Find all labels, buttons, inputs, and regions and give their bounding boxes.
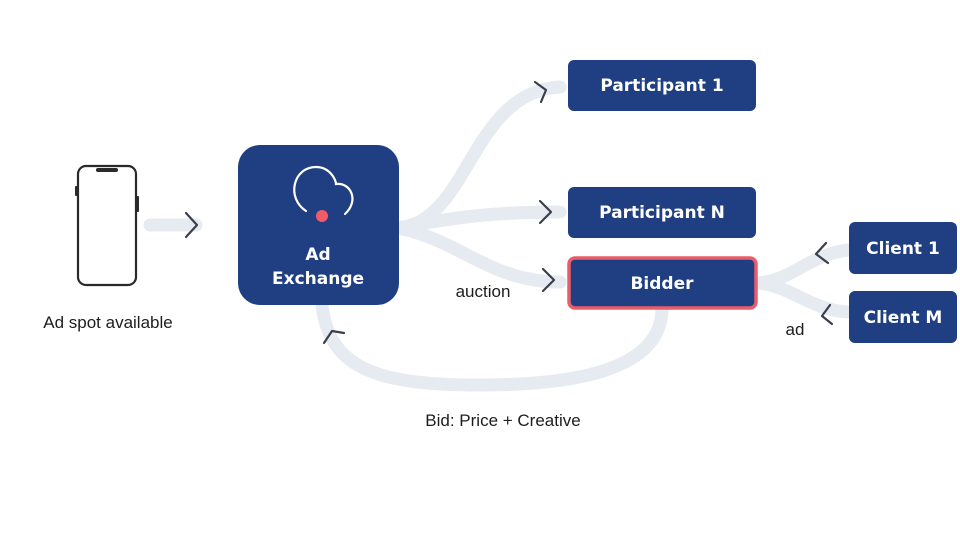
client-m-to-bidder-flow (750, 276, 855, 319)
chevron-right-icon (184, 211, 199, 239)
flow-connectors (143, 80, 855, 392)
chevron-left-icon (814, 241, 830, 265)
bidder-label: Bidder (630, 274, 694, 294)
chevron-left-icon (820, 303, 834, 326)
chevron-right-icon (538, 199, 553, 225)
chevron-right-icon (541, 267, 556, 293)
ad-label: ad (786, 320, 805, 339)
auction-label: auction (456, 282, 511, 301)
ad-exchange-node[interactable]: Ad Exchange (238, 145, 399, 305)
cloud-icon (293, 165, 354, 222)
bid-label: Bid: Price + Creative (425, 411, 580, 430)
exchange-to-participant-n-flow (391, 205, 567, 235)
client-1-node[interactable]: Client 1 (849, 222, 957, 274)
ad-exchange-title-line2: Exchange (272, 269, 364, 289)
client-m-label: Client M (864, 308, 943, 328)
chevron-right-icon (533, 80, 548, 104)
participant-1-node[interactable]: Participant 1 (568, 60, 756, 111)
bid-return-flow (315, 299, 669, 392)
smartphone-icon (75, 164, 139, 287)
exchange-to-bidder-flow (391, 221, 567, 289)
ad-exchange-title-line1: Ad (305, 245, 330, 265)
participant-n-label: Participant N (599, 203, 725, 223)
participant-1-label: Participant 1 (600, 76, 723, 96)
participant-n-node[interactable]: Participant N (568, 187, 756, 238)
arrow-chevrons (184, 80, 834, 345)
phone-caption: Ad spot available (43, 313, 172, 332)
client-m-node[interactable]: Client M (849, 291, 957, 343)
bidder-node[interactable]: Bidder (567, 256, 758, 310)
client-1-label: Client 1 (866, 239, 940, 259)
client-1-to-bidder-flow (750, 243, 855, 290)
chevron-up-icon (322, 329, 346, 345)
